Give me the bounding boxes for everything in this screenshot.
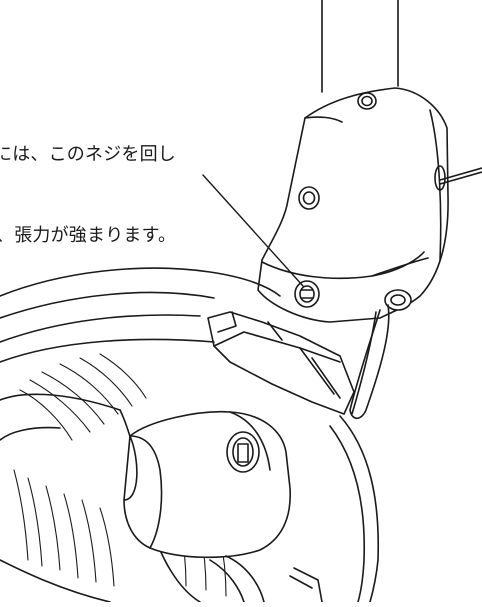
callout-text-line-1: には、このネジを回し (0, 144, 176, 165)
center-hub (124, 412, 290, 558)
lamp-head-ring (0, 268, 378, 602)
lower-handle (210, 556, 322, 602)
lamp-arm (350, 305, 389, 418)
leader-line (203, 175, 303, 286)
side-screw-icon (435, 166, 482, 190)
pivot-screw-icon (385, 290, 411, 310)
support-pole (322, 0, 398, 92)
middle-screw-icon (299, 187, 319, 209)
hub-knob-icon (227, 432, 259, 472)
clamp-housing (258, 88, 448, 322)
callout-text-line-2: 、張力が強まります。 (0, 225, 177, 246)
tension-bracket (208, 312, 354, 414)
tension-screw-icon[interactable] (295, 281, 319, 307)
top-screw-icon (358, 93, 376, 109)
